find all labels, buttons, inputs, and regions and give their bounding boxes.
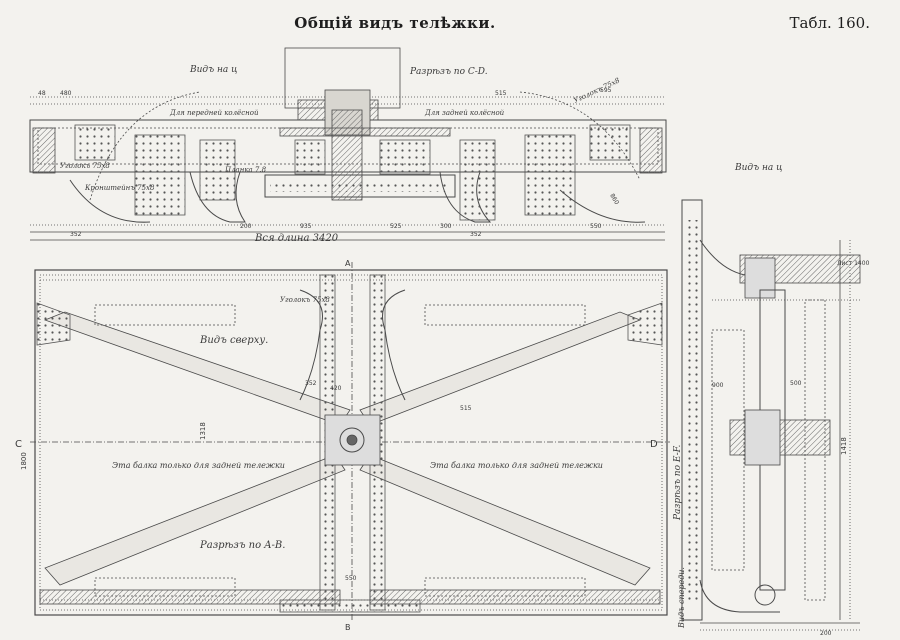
dim-515: 515 xyxy=(495,90,507,97)
dim-48: 48 xyxy=(38,90,46,97)
dim-mid-352: 352 xyxy=(305,380,317,387)
angle-note-label: Уголокъ 75x8 xyxy=(572,76,621,105)
section-letter-c: C xyxy=(15,439,22,450)
dim-480: 480 xyxy=(60,90,72,97)
side-view xyxy=(681,199,861,631)
dim-860: 860 xyxy=(608,193,620,207)
dim-1318: 1318 xyxy=(199,422,207,440)
elevation-view xyxy=(29,47,667,241)
dim-1800: 1800 xyxy=(20,452,28,470)
dim-300: 300 xyxy=(440,223,452,230)
section-cd-label: Разрѣзъ по C-D. xyxy=(409,67,488,77)
plank-note-label: Планка 7.8 xyxy=(224,166,267,174)
section-letter-a: A xyxy=(345,259,351,268)
front-axle-label: Для передней колёсной xyxy=(169,109,259,117)
dim-935: 935 xyxy=(300,223,312,230)
section-ef-label: Разрѣзъ по E-F. xyxy=(673,445,683,521)
bracket-left-label: Кронштейнъ 75x8 xyxy=(84,184,155,192)
dim-side-200: 200 xyxy=(820,630,832,637)
dim-525: 525 xyxy=(390,223,402,230)
beam-note-right: Эта балка только для задней тележки xyxy=(430,461,603,470)
section-letter-b: B xyxy=(345,623,351,632)
plan-view xyxy=(30,262,670,622)
dim-200: 200 xyxy=(240,223,252,230)
dim-mid-550: 550 xyxy=(345,575,357,582)
side-view-label: Видъ на ц xyxy=(734,163,782,173)
rear-axle-label: Для задней колёсной xyxy=(424,109,505,117)
top-view-label: Видъ сверху. xyxy=(199,335,268,346)
beam-note-left: Эта балка только для задней тележки xyxy=(112,461,285,470)
angle-center-label: Уголокъ 75x8 xyxy=(280,296,330,304)
dim-352: 352 xyxy=(70,231,82,238)
table-number: Табл. 160. xyxy=(789,14,870,32)
view-label-top-left: Видъ на ц xyxy=(189,65,237,75)
dim-595: 595 xyxy=(600,87,612,94)
dim-side-900: 900 xyxy=(712,382,724,389)
sheet-note-label: Лист 1400 xyxy=(837,260,870,267)
dim-side-1418: 1418 xyxy=(840,437,848,455)
section-ab-label: Разрѣзъ по A-B. xyxy=(199,540,285,551)
dim-mid-420: 420 xyxy=(330,385,342,392)
dim-550: 550 xyxy=(590,223,602,230)
dim-352b: 352 xyxy=(470,231,482,238)
angle-left-label: Уголокъ 75x8 xyxy=(60,162,110,170)
overall-length-label: Вся длина 3420 xyxy=(254,233,339,244)
dim-mid-515: 515 xyxy=(460,405,472,412)
side-bottom-label: Видъ спереди. xyxy=(677,567,686,629)
section-letter-d: D xyxy=(650,439,658,450)
dim-side-500: 500 xyxy=(790,380,802,387)
drawing-title: Общій видъ телѣжки. xyxy=(294,14,496,32)
